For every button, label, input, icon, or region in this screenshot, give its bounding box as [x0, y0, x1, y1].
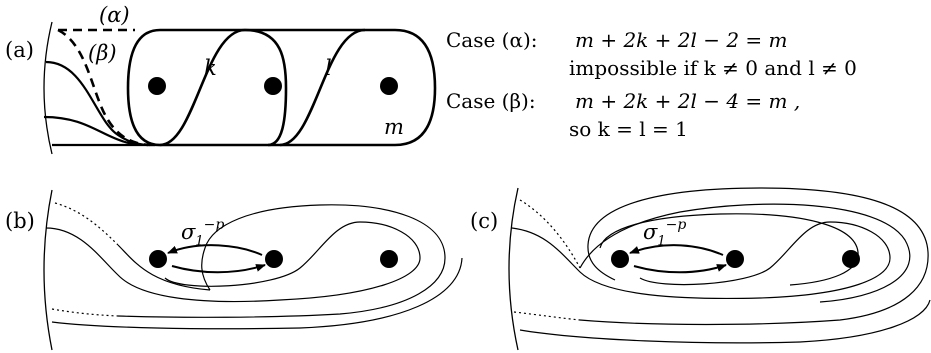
panel-b-label: (b): [5, 209, 35, 233]
case-alpha-note: impossible if k ≠ 0 and l ≠ 0: [569, 56, 857, 80]
curve-1: [45, 221, 421, 303]
curve-c1: [511, 221, 891, 300]
puncture-2: [264, 77, 282, 95]
case-annotations: Case (α): m + 2k + 2l − 2 = m impossible…: [446, 28, 857, 141]
tube-outline: [126, 28, 437, 147]
puncture-b1: [149, 250, 167, 268]
puncture-b2: [265, 250, 283, 268]
panel-a-label: (a): [5, 38, 34, 62]
puncture-c1: [611, 250, 629, 268]
curve-c5: [599, 213, 859, 286]
puncture-c3: [842, 250, 860, 268]
dotted-lead-c2: [513, 311, 581, 321]
panel-c: (c) σ1−p: [470, 187, 931, 351]
arc-middle: [43, 115, 156, 147]
arrow-sigma-bottom-c: [633, 264, 727, 274]
dotted-lead-c1: [519, 199, 581, 269]
label-l: l: [325, 56, 332, 80]
curve-4: [51, 257, 463, 330]
arc-upper: [45, 60, 151, 147]
strand-l: [279, 28, 366, 147]
arrow-sigma-top-c: [629, 244, 724, 256]
sigma-label-b: σ1−p: [181, 217, 224, 249]
curve-3: [117, 204, 446, 318]
panel-b: (b) σ1−p: [5, 189, 463, 351]
panel-c-label: (c): [470, 209, 498, 233]
case-beta-heading: Case (β):: [446, 89, 536, 113]
boundary-arc-c: [508, 187, 519, 351]
curve-c4: [519, 299, 931, 344]
label-m: m: [384, 115, 404, 139]
dotted-lead-1: [54, 202, 119, 246]
sigma-label-c: σ1−p: [643, 217, 686, 249]
arrow-sigma-bottom: [171, 264, 266, 274]
panel-a: (a) (α) (β) k l m: [5, 3, 437, 155]
curve-c2: [579, 203, 911, 303]
puncture-b3: [380, 250, 398, 268]
puncture-3: [380, 77, 398, 95]
case-alpha-heading: Case (α):: [446, 28, 538, 52]
label-alpha: (α): [99, 3, 130, 27]
strand-k: [159, 28, 288, 147]
curve-2: [117, 244, 211, 291]
boundary-arc-b: [43, 189, 53, 351]
dashed-arc-beta: [57, 28, 149, 147]
case-alpha-equation: m + 2k + 2l − 2 = m: [575, 28, 788, 52]
label-k: k: [204, 56, 217, 80]
puncture-1: [148, 77, 166, 95]
arrow-sigma-top: [167, 244, 263, 256]
case-beta-note: so k = l = 1: [569, 117, 688, 141]
puncture-c2: [726, 250, 744, 268]
curve-c3: [579, 187, 929, 326]
case-beta-equation: m + 2k + 2l − 4 = m ,: [575, 89, 800, 113]
boundary-arc-a: [43, 21, 53, 155]
label-beta: (β): [88, 41, 117, 65]
dotted-lead-2: [51, 308, 119, 317]
